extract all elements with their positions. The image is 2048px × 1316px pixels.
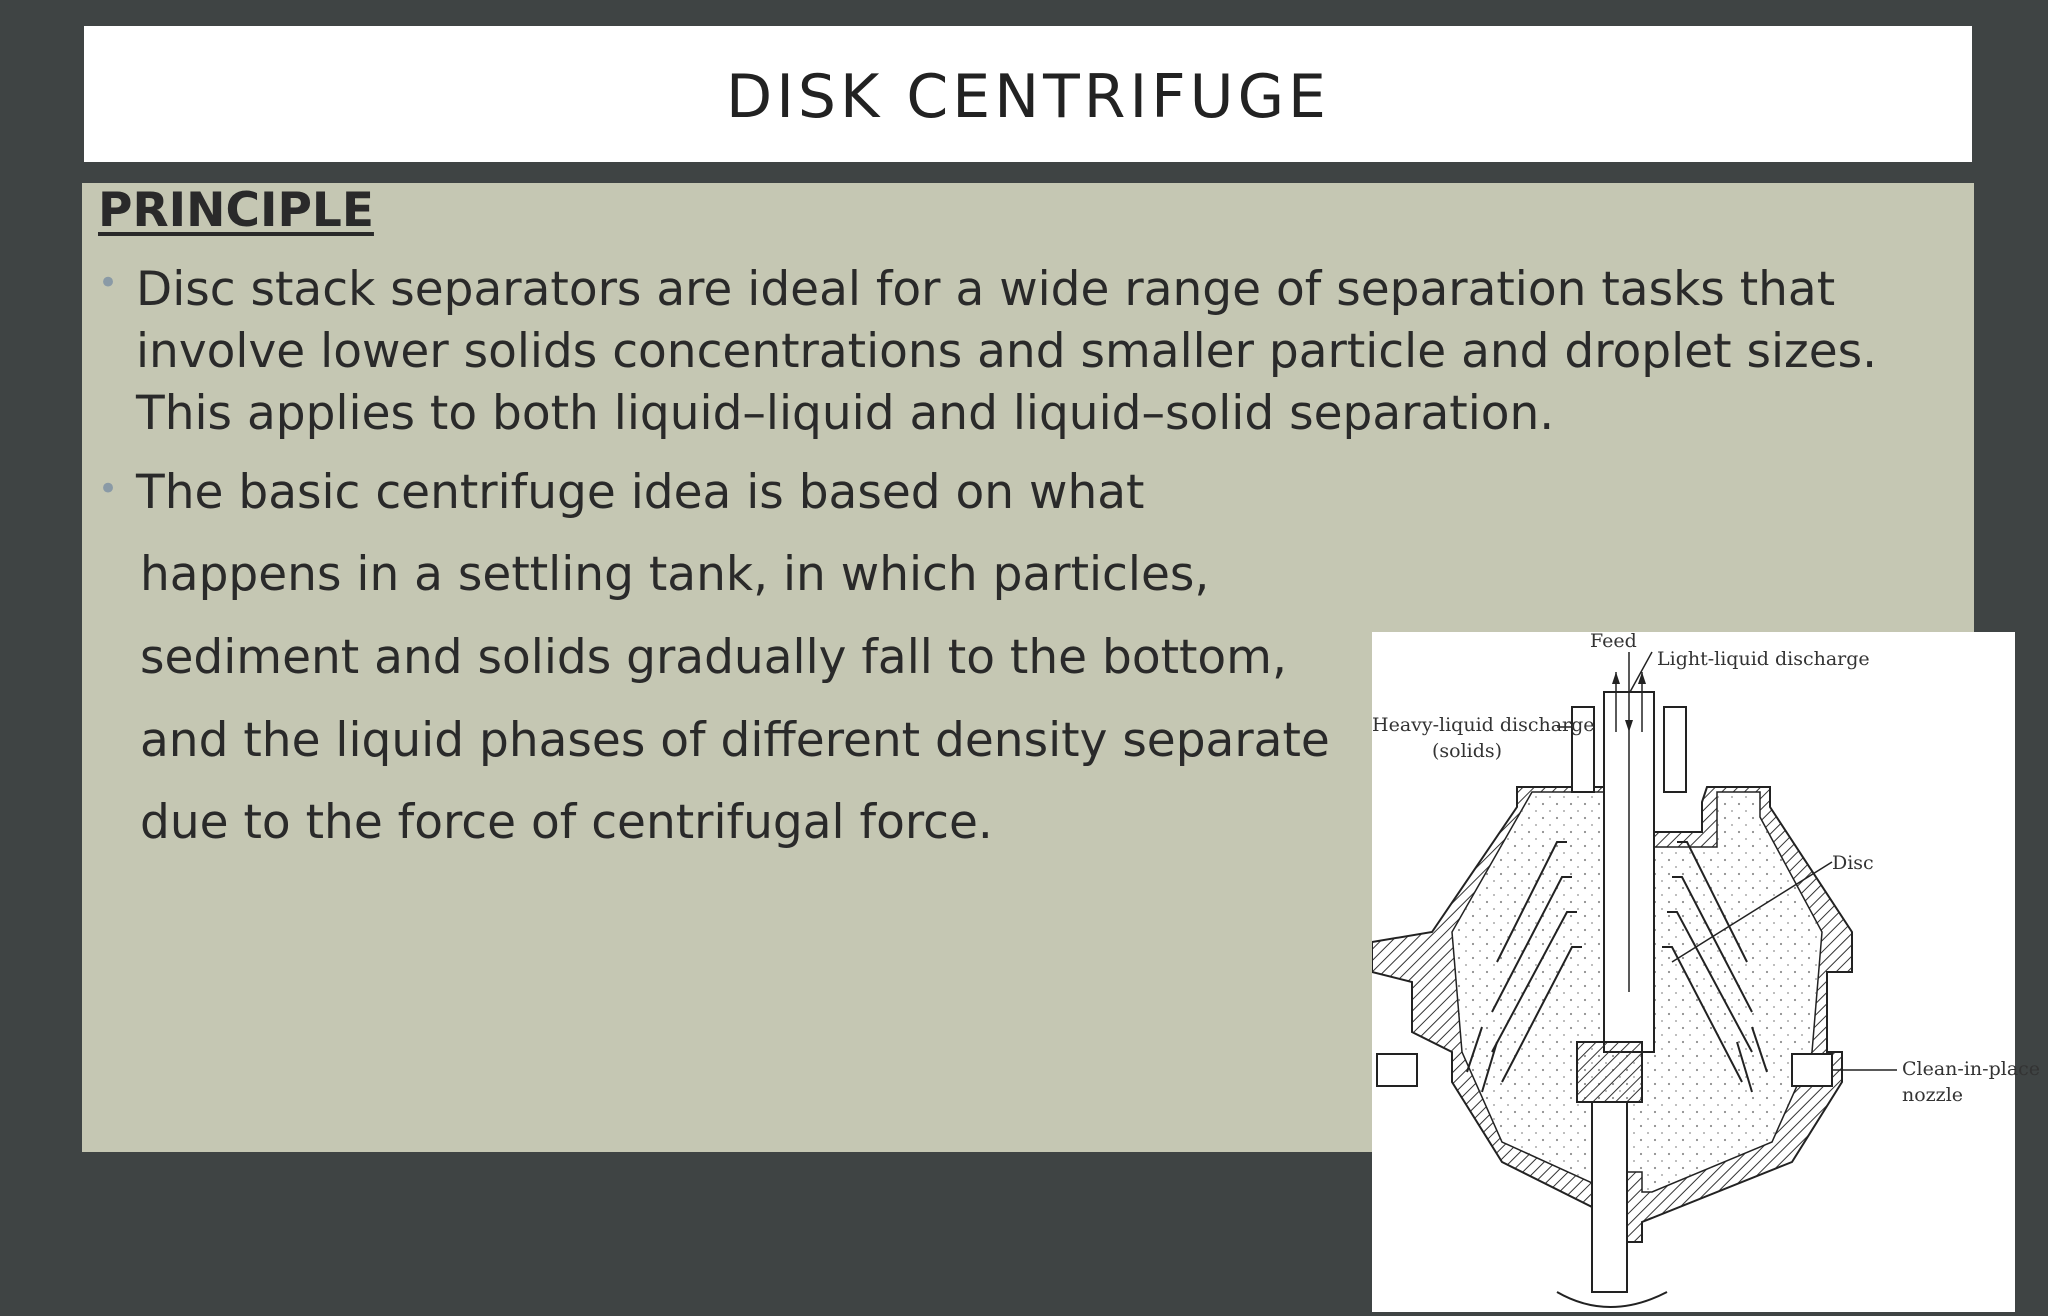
bullet-dot-icon: • [98, 263, 119, 303]
central-hub [1576, 1041, 1643, 1103]
slide-title: DISK CENTRIFUGE [726, 62, 1330, 132]
cip-nozzle-right [1791, 1053, 1833, 1087]
section-heading: PRINCIPLE [98, 183, 374, 238]
label-solids: (solids) [1432, 740, 1503, 762]
cip-nozzle-left [1376, 1053, 1418, 1087]
label-feed: Feed [1590, 630, 1637, 652]
disc-stack-right [1662, 841, 1753, 1083]
bullet-2-line-1: The basic centrifuge idea is based on wh… [136, 465, 1145, 520]
drive-shaft [1591, 1101, 1628, 1293]
bullet-2-line-5: due to the force of centrifugal force. [140, 795, 993, 850]
label-disc: Disc [1832, 852, 1874, 874]
rotation-arrow-icon [1556, 1291, 1668, 1308]
bullet-dot-icon: • [98, 469, 119, 509]
bullet-2-line-4: and the liquid phases of different densi… [140, 713, 1330, 768]
bullet-text-1: Disc stack separators are ideal for a wi… [136, 262, 1878, 441]
label-nozzle: nozzle [1902, 1084, 1964, 1106]
solids-flow-arrows [1466, 1026, 1768, 1093]
centrifuge-drawing [1371, 651, 1897, 1308]
content-panel: PRINCIPLE • Disc stack separators are id… [82, 183, 2040, 1312]
label-leaders [1557, 651, 1897, 1071]
bullet-2-line-2: happens in a settling tank, in which par… [140, 547, 1210, 602]
label-light-liquid: Light-liquid discharge [1657, 648, 1870, 670]
title-bar: DISK CENTRIFUGE [84, 26, 1972, 162]
label-cip: Clean-in-place [1902, 1058, 2041, 1080]
bullet-2-line-3: sediment and solids gradually fall to th… [140, 630, 1287, 685]
centrifuge-diagram: Feed Light-liquid discharge Heavy-liquid… [1371, 630, 2040, 1312]
disc-stack-left [1491, 841, 1582, 1083]
label-heavy-liquid: Heavy-liquid discharge [1372, 714, 1595, 736]
